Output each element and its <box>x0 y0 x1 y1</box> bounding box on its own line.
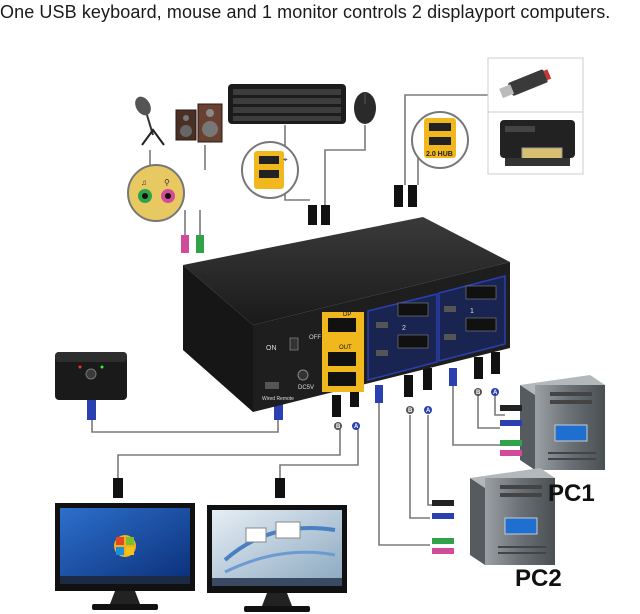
keyboard-mouse-port-callout: ⌖ <box>241 141 299 199</box>
pc2-tower-icon <box>470 468 555 565</box>
tag-a-1: A <box>354 424 359 430</box>
tag-b-2: B <box>408 408 413 414</box>
power-switch <box>289 337 299 351</box>
svg-text:♫: ♫ <box>141 178 147 187</box>
dc-label: DC5V <box>298 385 314 391</box>
speakers-icon <box>175 103 223 143</box>
dc-jack <box>297 369 309 381</box>
wired-remote-label: Wired Remote <box>262 396 294 402</box>
tag-b-1: B <box>336 424 341 430</box>
pc1-tower-icon <box>520 375 605 470</box>
dp-in-label: DP <box>343 312 351 318</box>
pc-connectors <box>432 405 522 554</box>
svg-text:⚲: ⚲ <box>164 178 170 187</box>
printer-icon <box>487 111 584 175</box>
microphone-icon <box>135 96 165 146</box>
keyboard-icon <box>228 84 346 124</box>
port-tags: B A B A B A <box>334 388 499 430</box>
tag-a-2: A <box>426 408 431 414</box>
svg-text:⌖: ⌖ <box>283 155 288 164</box>
kvm-switch: ON OFF DC5V Wired Remote DP OUT 2 1 <box>183 217 510 412</box>
tag-a-3: A <box>493 390 498 396</box>
usb-hub-port-callout: 2.0 HUB <box>411 111 469 169</box>
off-label: OFF <box>309 335 321 341</box>
cables <box>91 94 505 546</box>
pc1-port-label: 1 <box>470 308 474 315</box>
on-label: ON <box>266 345 277 352</box>
pc2-label: PC2 <box>515 565 562 592</box>
monitor-2-icon <box>207 505 347 612</box>
monitor-1-icon <box>55 503 195 610</box>
pc1-label: PC1 <box>548 480 595 507</box>
mouse-icon <box>354 92 376 124</box>
tag-b-3: B <box>476 390 481 396</box>
plugs <box>87 185 500 498</box>
hub-label: 2.0 HUB <box>426 151 453 158</box>
remote-port <box>265 382 279 389</box>
dp-out-label: OUT <box>339 345 352 351</box>
wired-remote-icon <box>55 352 127 400</box>
pc2-port-label: 2 <box>402 325 406 332</box>
headline: One USB keyboard, mouse and 1 monitor co… <box>0 2 611 22</box>
audio-port-callout: ♫ ⚲ <box>127 164 185 222</box>
usb-flash-drive-icon <box>487 57 584 114</box>
